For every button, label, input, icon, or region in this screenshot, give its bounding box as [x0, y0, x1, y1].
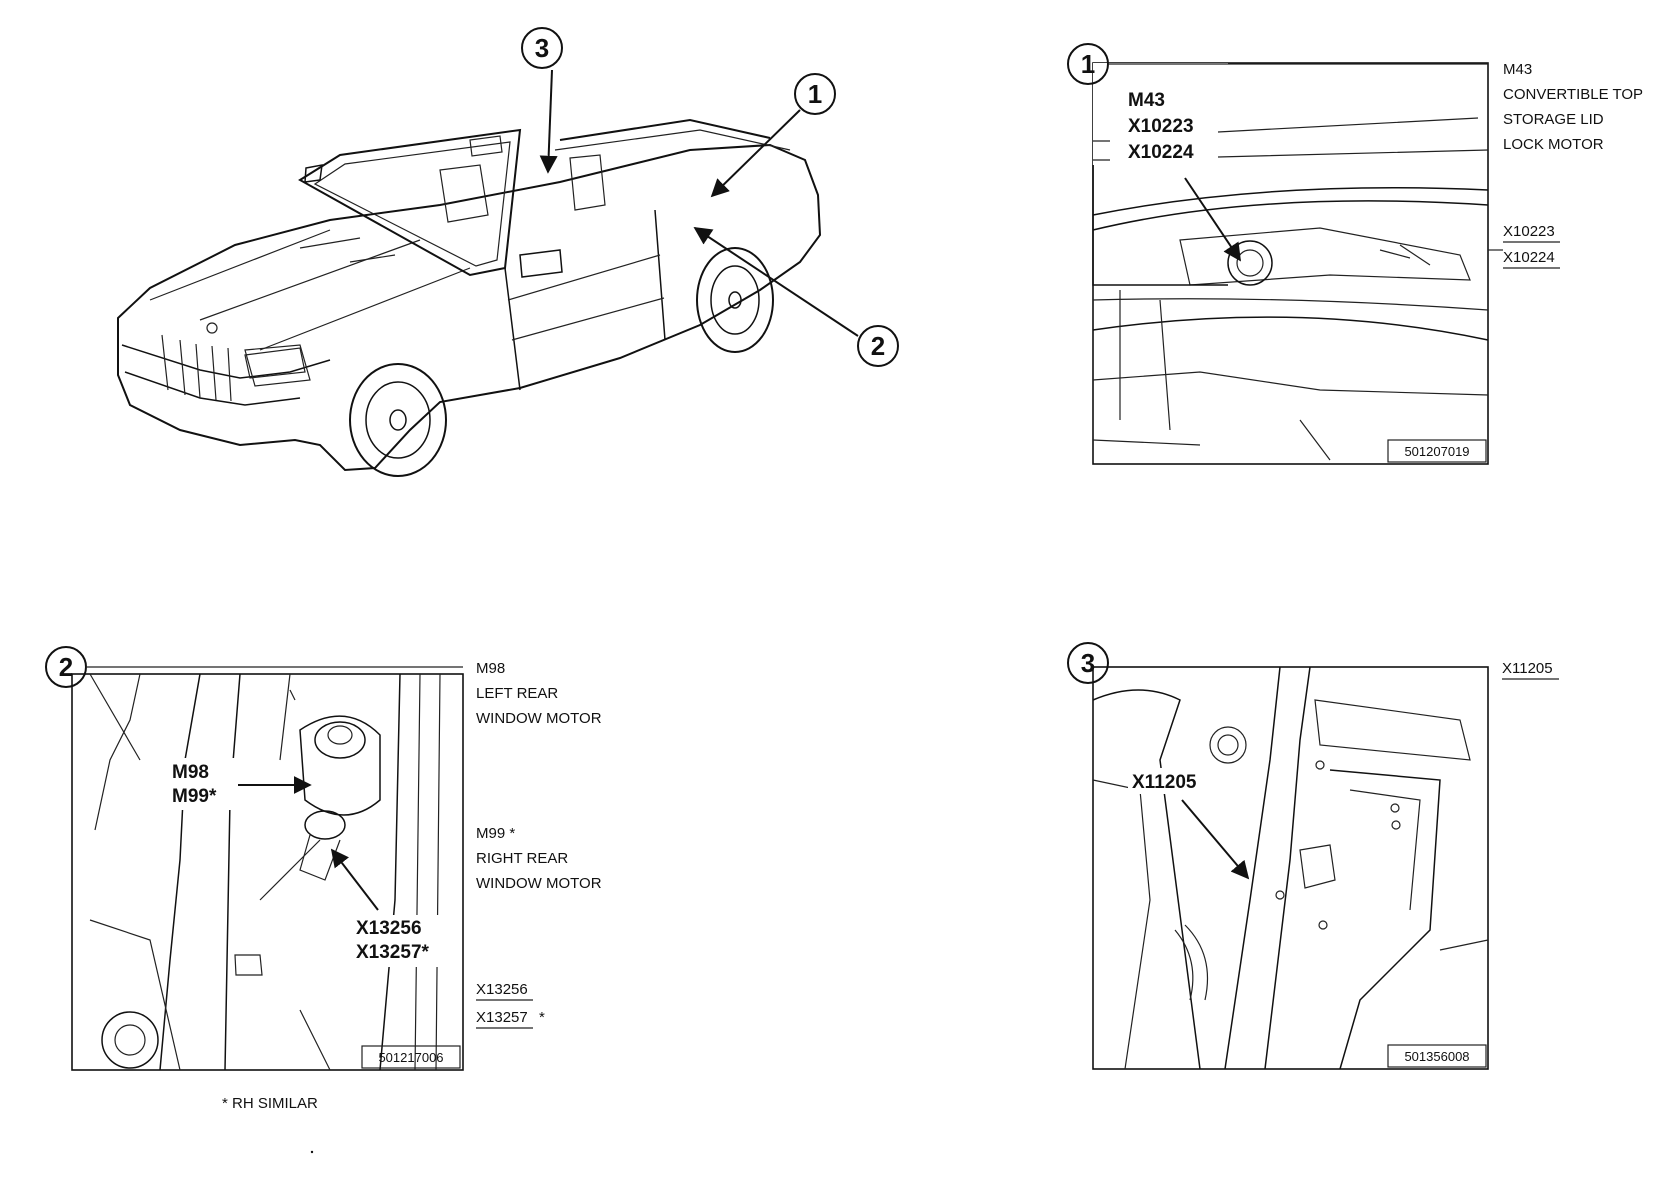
- panel-2-callout-number: 2: [59, 652, 73, 682]
- svg-text:2: 2: [871, 331, 885, 361]
- panel-2-detail: 2 M98 M99* X13256 X13257* 501217006: [45, 646, 464, 1071]
- footnote-rh-similar: * RH SIMILAR: [222, 1095, 318, 1112]
- panel-2-label-x13256: X13256: [356, 918, 422, 939]
- callout-1-leader: [710, 109, 801, 198]
- panel-3-legend: X11205: [1502, 660, 1559, 680]
- panel-1-ref-number: 501207019: [1404, 444, 1469, 459]
- callout-2-leader: [693, 227, 859, 337]
- panel-1-label-x10223: X10223: [1128, 116, 1194, 137]
- legend-x13257: X13257: [476, 1009, 528, 1026]
- callout-1-badge: 1: [794, 73, 836, 115]
- callout-3-badge: 3: [521, 27, 563, 69]
- panel-2-label-m99: M99*: [172, 786, 217, 807]
- panel-2-label-x13257: X13257*: [356, 942, 430, 963]
- panel-1-label-m43: M43: [1128, 90, 1165, 111]
- legend-m43-line-4: LOCK MOTOR: [1503, 136, 1604, 153]
- panel-3-ref-number: 501356008: [1404, 1049, 1469, 1064]
- legend-m98-line-3: WINDOW MOTOR: [476, 710, 602, 727]
- panel-2-label-m98: M98: [172, 762, 209, 783]
- svg-text:1: 1: [808, 79, 822, 109]
- panel-3-callout-badge: [1067, 642, 1109, 684]
- callout-2-badge: 2: [857, 325, 899, 367]
- panel-2-ref-number: 501217006: [378, 1050, 443, 1065]
- panel-1-legend: M43 CONVERTIBLE TOP STORAGE LID LOCK MOT…: [1488, 61, 1643, 269]
- legend-m98: M98: [476, 660, 505, 677]
- panel-1-callout-number: 1: [1081, 49, 1095, 79]
- panel-3-label-x11205: X11205: [1132, 772, 1197, 793]
- legend-m99-line-3: WINDOW MOTOR: [476, 875, 602, 892]
- legend-m43-line-3: STORAGE LID: [1503, 111, 1604, 128]
- legend-m99: M99 *: [476, 825, 515, 842]
- legend-m43: M43: [1503, 61, 1532, 78]
- panel-2-legend: M98 LEFT REAR WINDOW MOTOR M99 * RIGHT R…: [476, 660, 602, 1029]
- panel-1-label-x10224: X10224: [1128, 142, 1194, 163]
- car-overview-illustration: [117, 118, 822, 477]
- svg-text:3: 3: [535, 33, 549, 63]
- panel-2-connector-arrow: [330, 848, 379, 911]
- legend-x13257-asterisk: *: [539, 1009, 545, 1026]
- panel-1-detail: 1 M43 X10223 X10224 501207019: [1067, 43, 1489, 465]
- legend-m43-line-2: CONVERTIBLE TOP: [1503, 86, 1643, 103]
- panel-3-connector-arrow: [1181, 799, 1250, 880]
- legend-x11205: X11205: [1502, 660, 1553, 677]
- legend-x10223: X10223: [1503, 223, 1555, 240]
- panel-3-detail: 3 X11205 501356008: [1067, 642, 1489, 1070]
- legend-x13256: X13256: [476, 981, 528, 998]
- panel-3-callout-number: 3: [1081, 648, 1095, 678]
- legend-x10224: X10224: [1503, 249, 1555, 266]
- panel-1-motor-arrow: [1184, 177, 1242, 262]
- legend-m98-line-2: LEFT REAR: [476, 685, 558, 702]
- callout-3-leader: [539, 69, 558, 174]
- legend-m99-line-2: RIGHT REAR: [476, 850, 568, 867]
